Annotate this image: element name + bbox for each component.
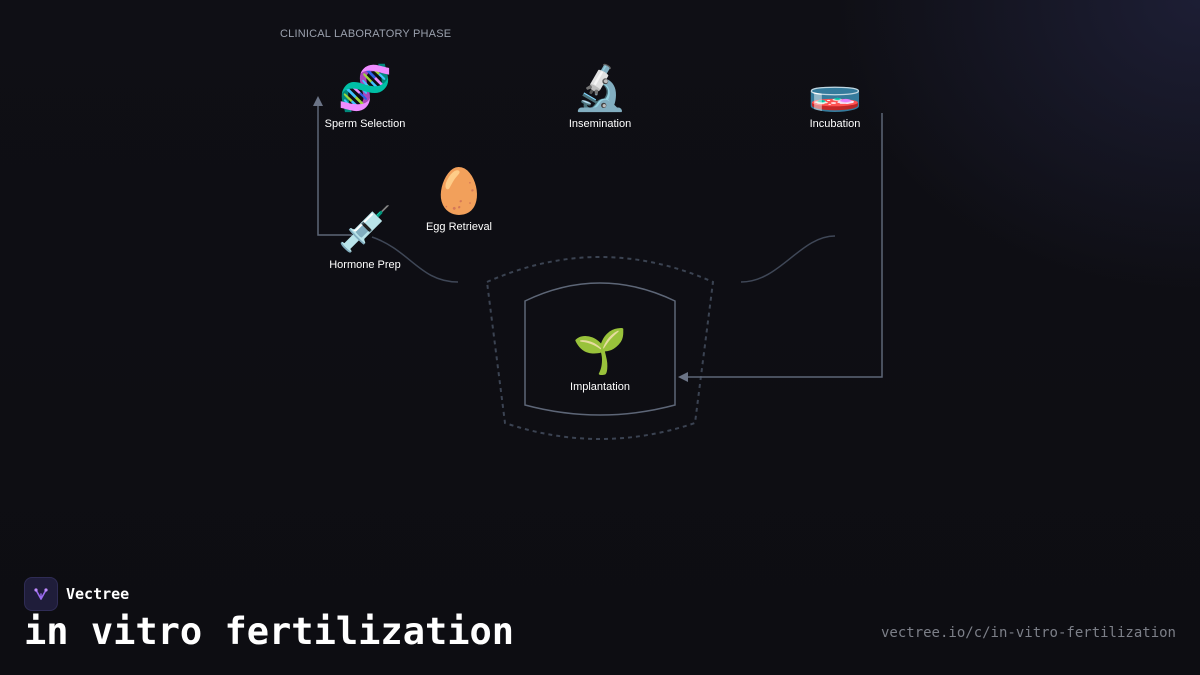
- page-title: in vitro fertilization: [24, 610, 515, 653]
- node-label: Sperm Selection: [324, 118, 406, 130]
- node-sperm-selection: 🧬 Sperm Selection: [295, 63, 435, 131]
- incubation-to-implantation-arrow: [678, 113, 883, 382]
- node-implantation: 🌱 Implantation: [530, 326, 670, 394]
- node-egg-retrieval: 🥚 Egg Retrieval: [389, 166, 529, 234]
- node-label: Incubation: [809, 118, 861, 130]
- brand: Vectree: [24, 577, 129, 611]
- brand-name: Vectree: [66, 585, 130, 603]
- petri-dish-icon: 🧫: [807, 63, 863, 114]
- implantation-outer-dashed-outline: [485, 256, 715, 440]
- hormone-prep-curve: [371, 236, 459, 283]
- node-label: Insemination: [568, 118, 632, 130]
- phase-label: CLINICAL LABORATORY PHASE: [280, 28, 452, 40]
- implantation-inner-outline: [524, 282, 676, 416]
- syringe-icon: 💉: [337, 204, 393, 255]
- microscope-icon: 🔬: [572, 63, 628, 114]
- vectree-logo-icon: [24, 577, 58, 611]
- dna-icon: 🧬: [337, 63, 393, 114]
- source-url[interactable]: vectree.io/c/in-vitro-fertilization: [880, 625, 1176, 641]
- hormone-to-sperm-arrow: [313, 96, 352, 236]
- seedling-icon: 🌱: [572, 326, 628, 377]
- node-label: Hormone Prep: [329, 259, 401, 271]
- egg-icon: 🥚: [431, 166, 487, 217]
- incubation-curve: [740, 235, 836, 283]
- node-hormone-prep: 💉 Hormone Prep: [295, 204, 435, 272]
- node-incubation: 🧫 Incubation: [765, 63, 905, 131]
- node-label: Implantation: [570, 381, 630, 393]
- node-label: Egg Retrieval: [425, 221, 493, 233]
- node-insemination: 🔬 Insemination: [530, 63, 670, 131]
